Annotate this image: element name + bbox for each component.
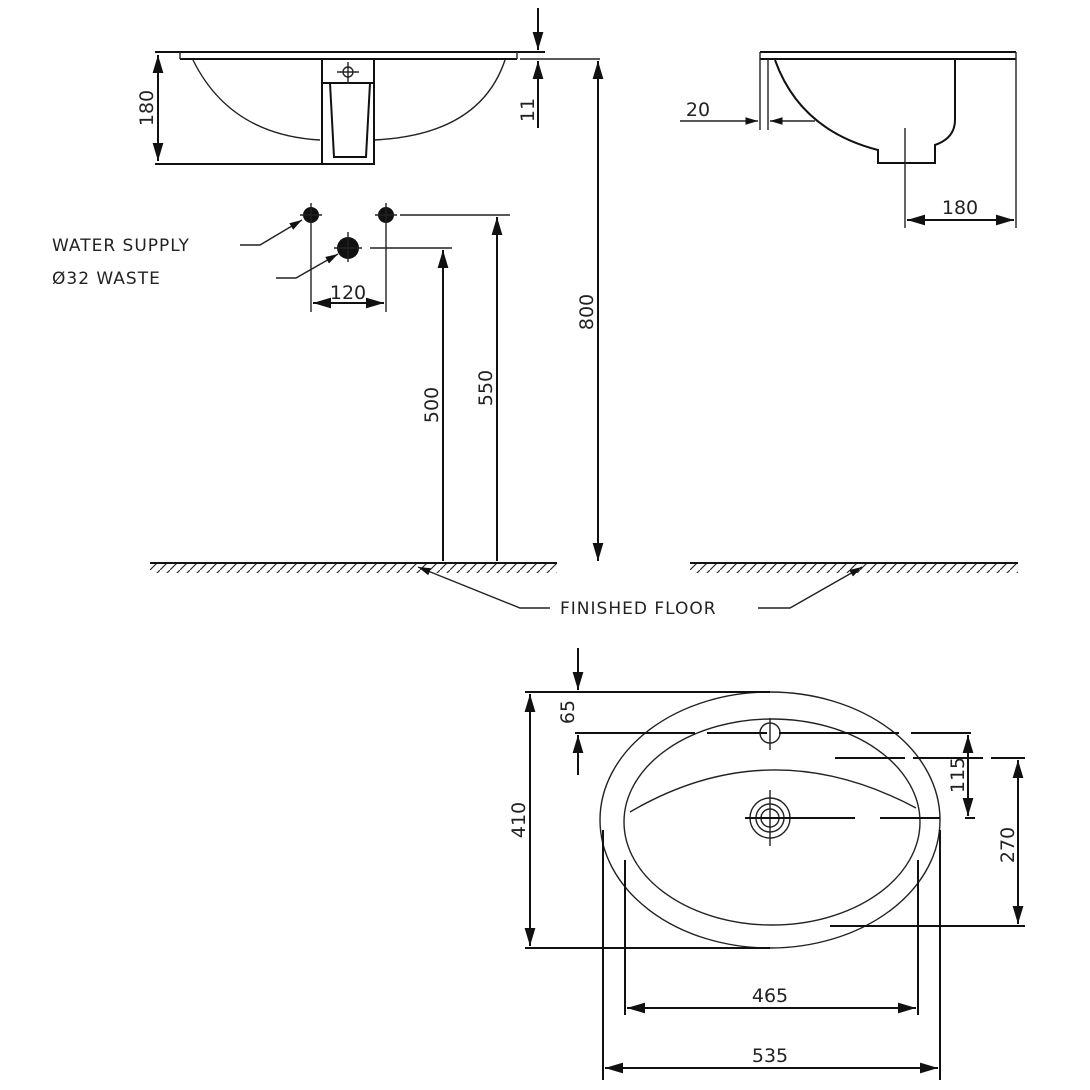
dim-supply-spacing: 120 [330, 282, 366, 304]
water-supply-label: WATER SUPPLY [52, 236, 190, 256]
dim-bowl-depth: 270 [997, 827, 1019, 863]
dim-supply-height: 550 [475, 370, 497, 406]
dim-overall-width: 535 [752, 1045, 788, 1067]
dim-plan-depth: 410 [508, 802, 530, 838]
dim-drain-offset: 115 [947, 757, 969, 793]
plan-view: 410 65 115 270 465 535 [508, 648, 1025, 1080]
service-points: 120 550 500 WATER SUPPLY Ø32 WASTE [52, 203, 510, 561]
dim-side-depth: 180 [942, 197, 978, 219]
dim-waste-height: 500 [421, 387, 443, 423]
front-elevation: 180 11 800 [136, 8, 604, 561]
dim-rim-height: 800 [576, 294, 598, 330]
dim-rim-thickness: 11 [517, 98, 539, 122]
waste-label: Ø32 WASTE [52, 269, 161, 289]
side-elevation: 20 180 [680, 51, 1017, 228]
dim-bowl-width: 465 [752, 985, 788, 1007]
finished-floor: FINISHED FLOOR [150, 562, 1018, 619]
dim-side-overhang: 20 [686, 99, 710, 121]
dim-front-height: 180 [136, 90, 158, 126]
finished-floor-label: FINISHED FLOOR [560, 599, 717, 619]
dim-tap-offset: 65 [557, 700, 579, 724]
